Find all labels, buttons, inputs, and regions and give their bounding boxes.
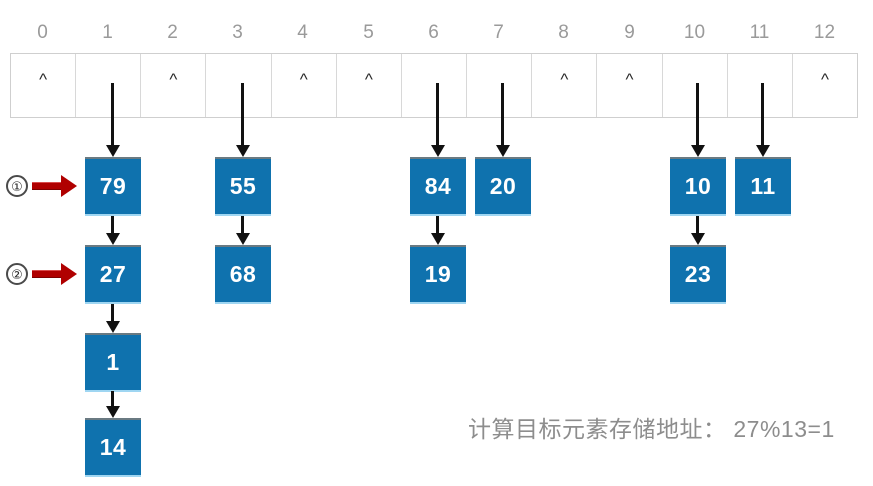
null-mark-icon: ^ <box>299 70 308 89</box>
red-arrow-head <box>61 175 77 197</box>
node-bucket10-1[interactable]: 23 <box>670 245 726 302</box>
link-arrow-bucket3-0-1 <box>241 216 244 234</box>
column-index-5: 5 <box>363 22 374 43</box>
null-mark-icon: ^ <box>560 70 569 89</box>
link-arrow-bucket10-0-1 <box>696 216 699 234</box>
step-number-2: ② <box>6 263 28 285</box>
bucket-cell-6[interactable] <box>401 54 468 117</box>
head-arrow-bucket-7 <box>501 83 504 146</box>
red-arrow-shaft <box>32 270 62 278</box>
step-marker-1: ① <box>6 173 77 199</box>
null-mark-icon: ^ <box>625 70 634 89</box>
node-bucket3-1[interactable]: 68 <box>215 245 271 302</box>
node-bucket1-3[interactable]: 14 <box>85 418 141 475</box>
bucket-cell-9[interactable]: ^ <box>597 54 663 117</box>
column-index-9: 9 <box>624 22 635 43</box>
head-arrow-bucket-3 <box>241 83 244 146</box>
node-bucket1-1[interactable]: 27 <box>85 245 141 302</box>
column-index-3: 3 <box>232 22 243 43</box>
column-index-0: 0 <box>37 22 48 43</box>
head-arrow-bucket-10 <box>696 83 699 146</box>
column-index-7: 7 <box>493 22 504 43</box>
red-arrow-shaft <box>32 182 62 190</box>
head-arrow-bucket-1 <box>111 83 114 146</box>
bucket-cell-2[interactable]: ^ <box>141 54 207 117</box>
node-bucket3-0[interactable]: 55 <box>215 157 271 214</box>
column-index-1: 1 <box>102 22 113 43</box>
bucket-cell-5[interactable]: ^ <box>336 54 402 117</box>
column-index-2: 2 <box>167 22 178 43</box>
node-bucket1-2[interactable]: 1 <box>85 333 141 390</box>
red-arrow-head <box>61 263 77 285</box>
node-bucket6-0[interactable]: 84 <box>410 157 466 214</box>
bucket-cell-3[interactable] <box>206 54 272 117</box>
node-bucket6-1[interactable]: 19 <box>410 245 466 302</box>
bucket-cell-1[interactable] <box>76 54 142 117</box>
step-marker-2: ② <box>6 261 77 287</box>
bucket-cell-8[interactable]: ^ <box>532 54 598 117</box>
column-index-10: 10 <box>683 22 706 43</box>
head-arrow-bucket-6 <box>436 83 439 146</box>
link-arrow-bucket6-0-1 <box>436 216 439 234</box>
link-arrow-bucket1-0-1 <box>111 216 114 234</box>
bucket-cell-0[interactable]: ^ <box>11 54 77 117</box>
column-index-12: 12 <box>813 22 836 43</box>
red-arrow-icon-2 <box>32 263 77 285</box>
null-mark-icon: ^ <box>169 70 178 89</box>
bucket-cell-12[interactable]: ^ <box>792 54 858 117</box>
column-index-6: 6 <box>428 22 439 43</box>
null-mark-icon: ^ <box>39 70 48 89</box>
node-bucket7-0[interactable]: 20 <box>475 157 531 214</box>
bucket-cell-7[interactable] <box>467 54 533 117</box>
link-arrow-bucket1-2-3 <box>111 391 114 407</box>
bucket-cell-4[interactable]: ^ <box>271 54 337 117</box>
red-arrow-icon-1 <box>32 175 77 197</box>
column-index-8: 8 <box>558 22 569 43</box>
step-number-1: ① <box>6 175 28 197</box>
node-bucket10-0[interactable]: 10 <box>670 157 726 214</box>
node-bucket11-0[interactable]: 11 <box>735 157 791 214</box>
head-arrow-bucket-11 <box>761 83 764 146</box>
null-mark-icon: ^ <box>820 70 829 89</box>
column-index-11: 11 <box>749 22 770 43</box>
node-bucket1-0[interactable]: 79 <box>85 157 141 214</box>
bucket-array: ^ ^ ^ ^ ^ ^ ^ <box>10 53 858 118</box>
column-index-4: 4 <box>297 22 308 43</box>
link-arrow-bucket1-1-2 <box>111 304 114 322</box>
null-mark-icon: ^ <box>364 70 373 89</box>
caption-text: 计算目标元素存储地址： 27%13=1 <box>468 416 835 442</box>
